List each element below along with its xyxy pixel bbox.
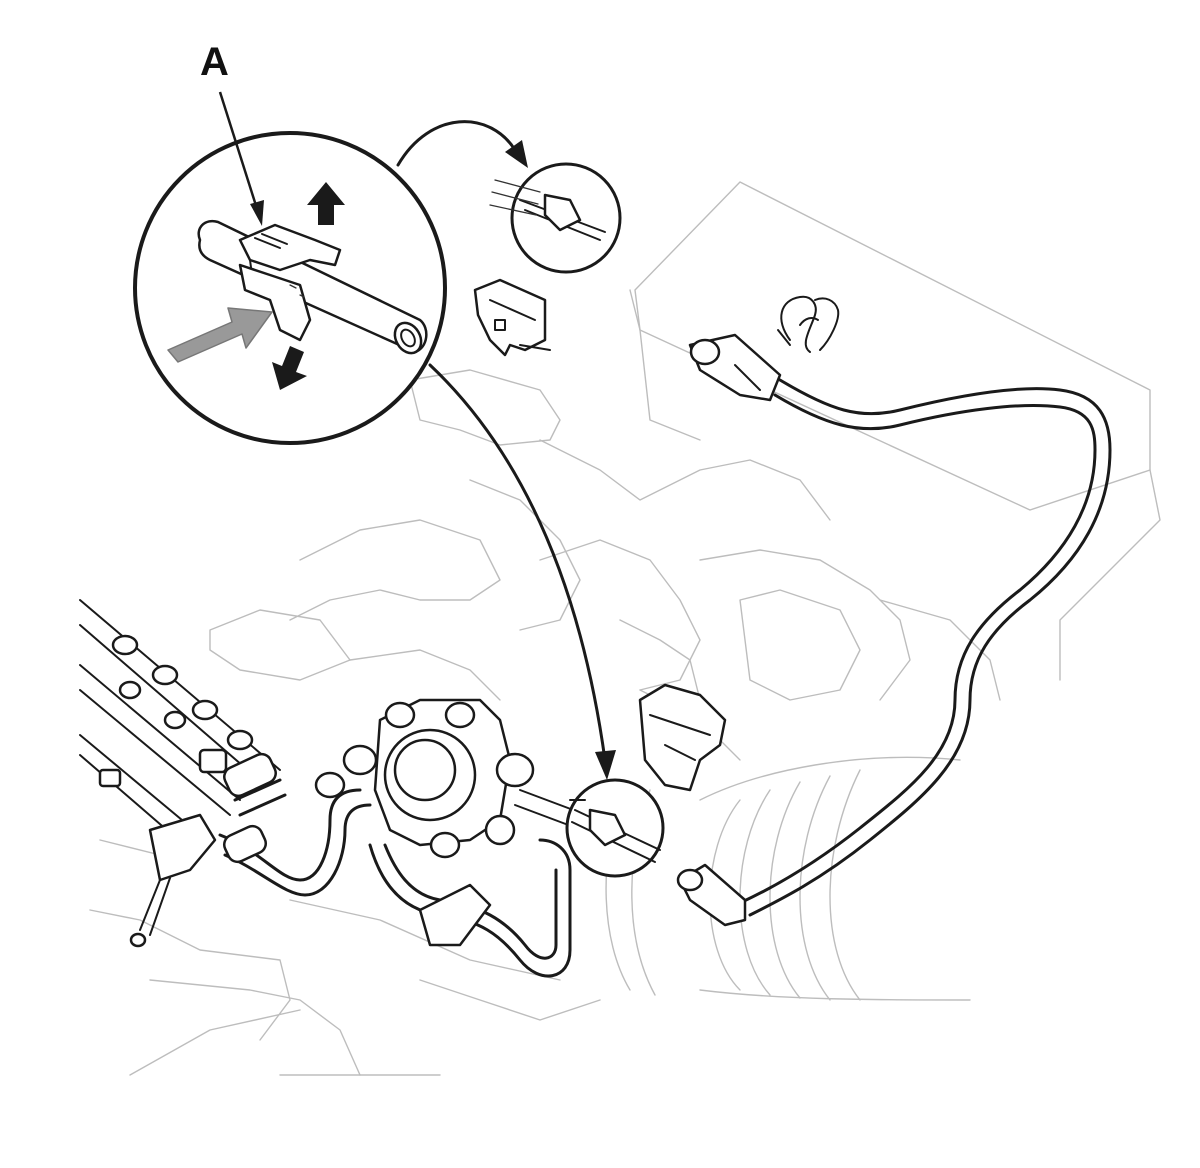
clip-bracket-top <box>473 278 551 357</box>
magnifier-circle <box>133 131 447 445</box>
fuel-hose <box>676 333 1112 927</box>
push-arrow-icon <box>167 307 273 363</box>
injector <box>129 813 217 948</box>
fuel-pump <box>314 698 601 947</box>
up-arrow-icon <box>307 182 345 225</box>
injector-bosses <box>98 634 254 788</box>
detail-circle-top <box>489 162 622 274</box>
down-arrow-icon <box>272 346 307 390</box>
callout-arrows <box>396 120 616 780</box>
fuel-rail <box>79 599 281 948</box>
disconnect-symbol-icon <box>777 295 840 353</box>
clip-bracket-middle <box>638 683 727 792</box>
fuel-lines <box>218 752 572 978</box>
callout-leader-line <box>218 91 264 226</box>
detail-circle-bottom <box>565 778 665 878</box>
callout-label-a: A <box>200 40 229 84</box>
